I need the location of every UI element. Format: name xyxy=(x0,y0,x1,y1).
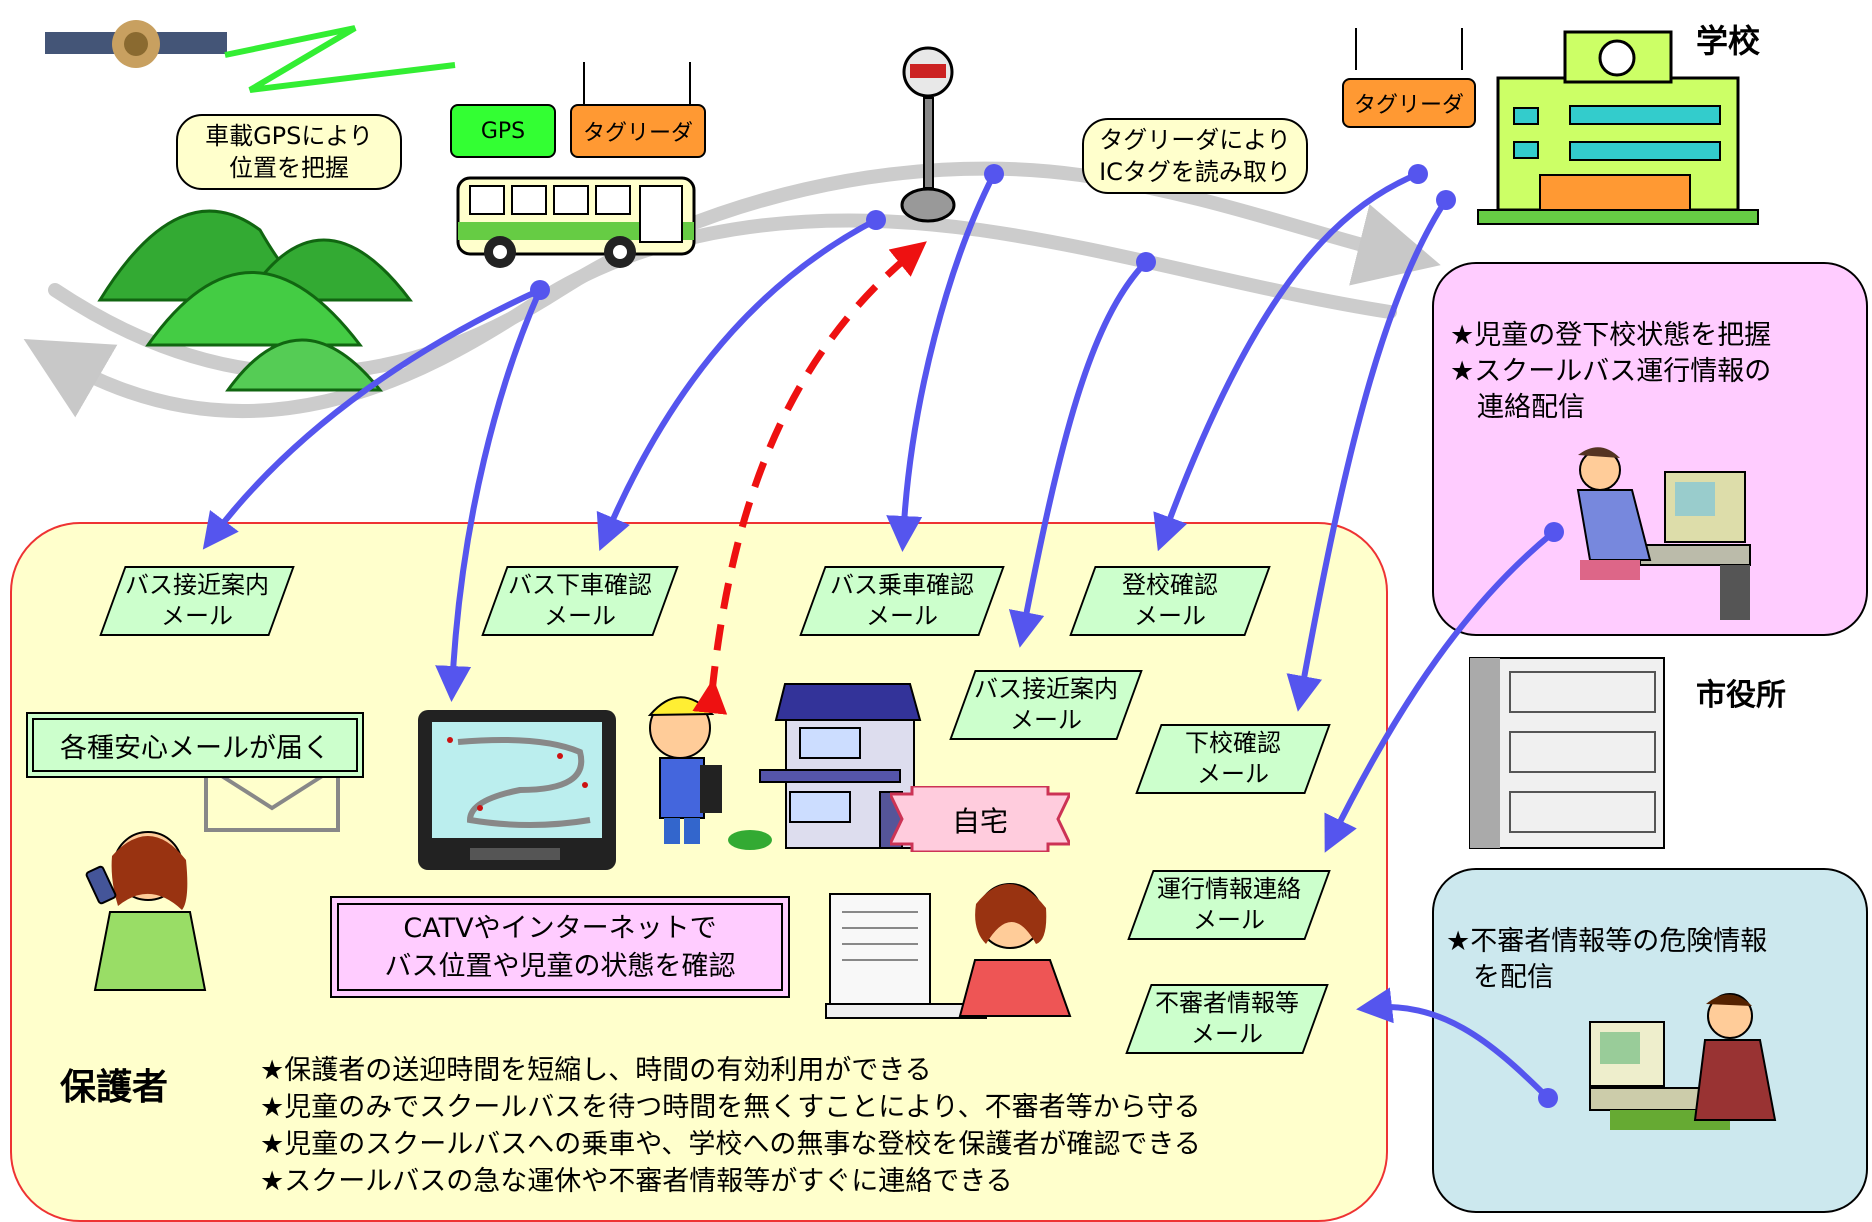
school-panel-line-2: ★スクールバス運行情報の xyxy=(1450,356,1772,387)
mail-arrives-box: 各種安心メールが届く xyxy=(26,712,364,778)
guardian-with-phone-icon xyxy=(85,831,207,991)
home-label: 自宅 xyxy=(951,805,1008,838)
school-tag-reader-box: タグリーダ xyxy=(1342,78,1476,128)
guardian-benefits: ★保護者の送迎時間を短縮し、時間の有効利用ができる ★児童のみでスクールバスを待… xyxy=(260,1052,1370,1200)
catv-television-icon xyxy=(418,710,616,870)
benefit-3: ★児童のスクールバスへの乗車や、学校への無事な登校を保護者が確認できる xyxy=(260,1129,1201,1160)
mail-leave-school: 下校確認 メール xyxy=(1135,724,1331,794)
gps-signal-line xyxy=(224,25,456,93)
catv-line-1: CATVやインターネットで xyxy=(403,913,717,944)
bus-stop-icon xyxy=(900,46,956,223)
child-with-backpack-icon xyxy=(647,696,722,844)
benefit-4: ★スクールバスの急な運休や不審者情報等がすぐに連絡できる xyxy=(260,1166,1013,1197)
mail-bus-getoff: バス下車確認 メール xyxy=(481,566,679,636)
gps-callout: 車載GPSにより 位置を把握 xyxy=(176,114,402,190)
cityhall-line-1: ★不審者情報等の危険情報 xyxy=(1446,926,1768,957)
red-dashed-two-way-arrow xyxy=(692,241,927,715)
catv-check-box: CATVやインターネットで バス位置や児童の状態を確認 xyxy=(330,896,790,998)
city-hall-building-icon xyxy=(1469,657,1665,849)
benefit-1: ★保護者の送迎時間を短縮し、時間の有効利用ができる xyxy=(260,1055,932,1086)
guardian-label: 保護者 xyxy=(60,1067,169,1108)
mail-arrival-school: 登校確認 メール xyxy=(1069,566,1271,636)
cityhall-line-2: を配信 xyxy=(1446,962,1554,993)
city-staff-at-computer-icon xyxy=(1589,993,1777,1130)
school-panel-line-1: ★児童の登下校状態を把握 xyxy=(1450,320,1772,351)
mountain-icon xyxy=(97,209,414,392)
mail-bus-approach-1: バス接近案内 メール xyxy=(99,566,295,636)
satellite-icon xyxy=(45,20,227,68)
benefit-2: ★児童のみでスクールバスを待つ時間を無くすことにより、不審者等から守る xyxy=(260,1092,1201,1123)
stop-tag-reader-callout: タグリーダにより ICタグを読み取り xyxy=(1082,118,1308,194)
school-panel-text: ★児童の登下校状態を把握 ★スクールバス運行情報の 連絡配信 xyxy=(1450,318,1860,426)
mail-operation-info: 運行情報連絡 メール xyxy=(1127,870,1331,940)
mail-suspicious-info: 不審者情報等 メール xyxy=(1125,984,1329,1054)
school-label: 学校 xyxy=(1696,22,1761,60)
school-panel-line-3: 連絡配信 xyxy=(1450,392,1585,423)
guardian-at-computer-icon xyxy=(825,883,1072,1019)
cityhall-label: 市役所 xyxy=(1696,678,1786,713)
school-staff-at-computer-icon xyxy=(1576,447,1751,620)
cityhall-panel-text: ★不審者情報等の危険情報 を配信 xyxy=(1446,924,1864,996)
gps-box: GPS xyxy=(450,104,556,158)
home-label-banner: 自宅 xyxy=(890,786,1070,852)
bus-tag-reader-box: タグリーダ xyxy=(570,104,706,158)
catv-line-2: バス位置や児童の状態を確認 xyxy=(384,951,736,982)
mail-bus-boarding: バス乗車確認 メール xyxy=(799,566,1005,636)
flow-arrow-dots xyxy=(530,164,1564,1108)
bus-icon xyxy=(456,176,696,268)
mail-bus-approach-2: バス接近案内 メール xyxy=(949,670,1143,740)
school-building-icon xyxy=(1355,28,1759,225)
